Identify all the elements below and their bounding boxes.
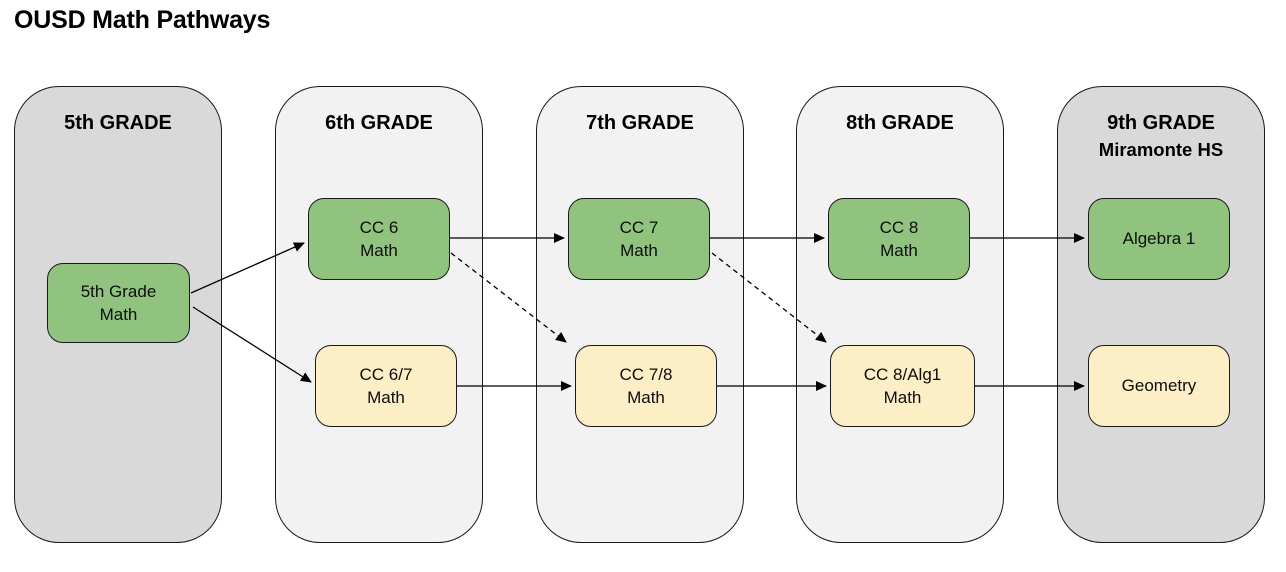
- column-header-grade-8: 8th GRADE: [797, 87, 1003, 137]
- node-label-line: CC 6/7: [359, 364, 413, 384]
- column-header-line: 5th GRADE: [64, 112, 172, 134]
- column-header-grade-5: 5th GRADE: [15, 87, 221, 137]
- column-grade-8: 8th GRADE: [796, 86, 1004, 543]
- column-header-grade-9: 9th GRADE Miramonte HS: [1058, 87, 1264, 163]
- column-header-grade-7: 7th GRADE: [537, 87, 743, 137]
- node-label-line: Math: [367, 388, 405, 407]
- column-grade-9: 9th GRADE Miramonte HS: [1057, 86, 1265, 543]
- column-header-line: 8th GRADE: [846, 112, 954, 134]
- node-cc8-math: CC 8 Math: [828, 198, 970, 280]
- node-geometry: Geometry: [1088, 345, 1230, 427]
- node-label-line: Math: [627, 388, 665, 407]
- node-label-line: CC 8/Alg1: [863, 364, 942, 384]
- column-header-line: 6th GRADE: [325, 112, 433, 134]
- node-label-line: CC 8: [879, 217, 919, 237]
- node-label-line: Math: [360, 241, 398, 260]
- node-label-line: Geometry: [1121, 376, 1197, 396]
- node-label-line: CC 7/8: [619, 364, 673, 384]
- column-header-line: Miramonte HS: [1098, 139, 1224, 160]
- column-grade-6: 6th GRADE: [275, 86, 483, 543]
- column-header-grade-6: 6th GRADE: [276, 87, 482, 137]
- node-label-line: Math: [99, 305, 138, 324]
- node-algebra1: Algebra 1: [1088, 198, 1230, 280]
- node-label-line: Algebra 1: [1122, 229, 1196, 249]
- column-header-line: 9th GRADE: [1107, 112, 1215, 134]
- node-label-line: CC 6: [359, 217, 399, 237]
- node-label-line: Math: [620, 241, 658, 260]
- node-label-line: CC 7: [619, 217, 659, 237]
- node-label-line: Math: [880, 241, 918, 260]
- node-label-line: 5th Grade: [80, 281, 157, 301]
- page-title: OUSD Math Pathways: [14, 6, 271, 34]
- node-label-line: Math: [883, 388, 922, 407]
- column-header-line: 7th GRADE: [586, 112, 694, 134]
- node-cc7-math: CC 7 Math: [568, 198, 710, 280]
- column-grade-7: 7th GRADE: [536, 86, 744, 543]
- node-cc6-math: CC 6 Math: [308, 198, 450, 280]
